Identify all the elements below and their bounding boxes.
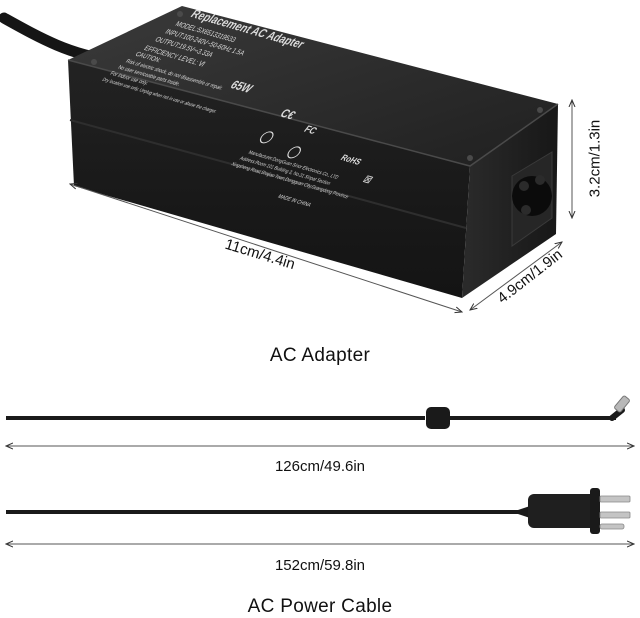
- dc-plug-tip: [614, 395, 630, 413]
- adapter-top-face: [68, 6, 558, 166]
- plug-ground-pin: [599, 523, 625, 530]
- dc-cable: [6, 395, 630, 429]
- ac-inlet-socket: [511, 151, 553, 247]
- plug-prong-bottom: [599, 511, 631, 519]
- plug-prong-top: [599, 495, 631, 503]
- length-dimension-line: [70, 184, 462, 312]
- dc-cable-dimension-label: 126cm/49.6in: [274, 458, 366, 475]
- adapter-caption: AC Adapter: [269, 345, 371, 366]
- height-dimension-label: 3.2cm/1.3in: [586, 119, 604, 198]
- cable-caption: AC Power Cable: [247, 596, 393, 617]
- ferrite-bead: [426, 407, 450, 429]
- ac-cable-dimension-label: 152cm/59.8in: [274, 557, 366, 574]
- ac-plug-body: [528, 494, 596, 528]
- ac-power-cable: [6, 488, 631, 534]
- adapter-body: [67, 6, 559, 298]
- width-dimension-line: [470, 242, 562, 310]
